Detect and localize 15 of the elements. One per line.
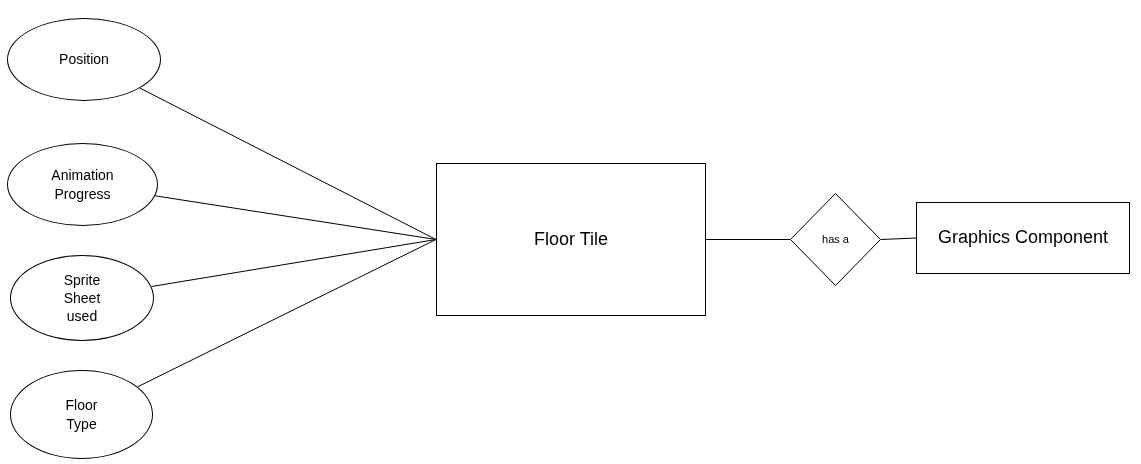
attribute-name: Floor Type [64,396,99,433]
entity-rectangle [436,163,706,316]
connector-line [139,87,437,240]
connector-line [137,239,437,388]
connector-line [150,239,437,288]
entity-name: Graphics Component [937,226,1109,250]
attribute-name: Animation Progress [50,166,115,203]
connector-line [880,237,917,240]
attribute-name: Sprite Sheet used [62,270,102,326]
attribute-name: Position [59,50,109,69]
connector-line [154,195,437,240]
entity-name: Floor Tile [534,227,608,251]
connector-line [705,239,791,240]
relationship-label: has a [822,232,849,247]
entity-rectangle [916,202,1130,274]
